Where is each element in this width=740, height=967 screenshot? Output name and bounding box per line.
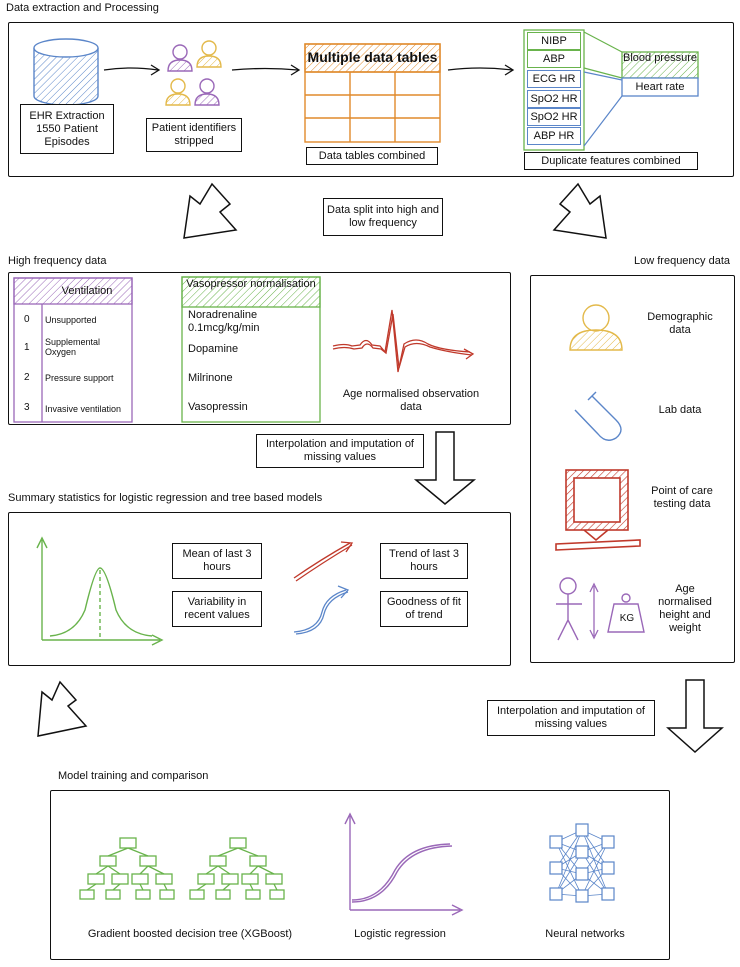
weight-icon bbox=[607, 593, 645, 633]
section-title-extraction: Data extraction and Processing bbox=[6, 2, 159, 14]
tables-title: Multiple data tables bbox=[307, 49, 438, 65]
arrow-to-summary bbox=[413, 431, 477, 505]
interpolation-label-1: Interpolation and imputation of missing … bbox=[256, 434, 424, 468]
section-title-low-frequency: Low frequency data bbox=[634, 255, 731, 267]
vasopressor-table-frame bbox=[181, 276, 321, 423]
feature-nibp: NIBP bbox=[527, 32, 581, 50]
section-title-high-frequency: High frequency data bbox=[8, 255, 107, 267]
decision-tree-icon-1 bbox=[79, 837, 175, 900]
split-arrow-left bbox=[183, 182, 238, 239]
arrow-ehr-to-patients bbox=[103, 64, 161, 76]
feature-abp: ABP bbox=[527, 50, 581, 68]
blood-pressure-swatch bbox=[621, 51, 699, 79]
patient-identifiers-label: Patient identifiers stripped bbox=[146, 118, 242, 152]
ventilation-label-3: Invasive ventilation bbox=[45, 404, 122, 414]
split-arrow-right bbox=[552, 182, 607, 239]
arrow-patients-to-tables bbox=[231, 64, 301, 76]
age-normalised-observation-label: Age normalised observation data bbox=[342, 388, 480, 413]
feature-spo2-hr-2: SpO2 HR bbox=[527, 108, 581, 126]
bell-curve-icon bbox=[36, 536, 164, 646]
ventilation-label-0: Unsupported bbox=[45, 315, 97, 325]
model-panel bbox=[50, 790, 670, 960]
stick-figure-icon bbox=[556, 577, 582, 641]
kg-label: KG bbox=[619, 613, 635, 624]
combined-blood-pressure: Blood pressure bbox=[623, 52, 697, 64]
decision-tree-icon-2 bbox=[189, 837, 285, 900]
ventilation-num-3: 3 bbox=[24, 402, 30, 413]
height-arrow-icon bbox=[589, 582, 599, 640]
patient-icons bbox=[165, 40, 222, 106]
lab-label: Lab data bbox=[658, 404, 702, 416]
vasopressor-vasopressin: Vasopressin bbox=[188, 401, 248, 413]
ventilation-num-0: 0 bbox=[24, 314, 30, 325]
feature-column-outline bbox=[523, 29, 585, 151]
demographic-icon bbox=[569, 304, 623, 351]
vasopressor-title: Vasopressor normalisation bbox=[186, 278, 316, 290]
heart-rate-swatch bbox=[621, 77, 699, 97]
variability-label: Variability in recent values bbox=[172, 591, 262, 627]
vasopressor-dopamine: Dopamine bbox=[188, 343, 239, 355]
neural-network-icon bbox=[549, 823, 615, 903]
ventilation-label-2: Pressure support bbox=[45, 373, 114, 383]
vasopressor-milrinone: Milrinone bbox=[188, 372, 233, 384]
demographic-label: Demographic data bbox=[647, 311, 713, 336]
goodness-label: Goodness of fit of trend bbox=[380, 591, 468, 627]
logistic-curve-icon bbox=[344, 812, 464, 916]
feature-spo2-hr-1: SpO2 HR bbox=[527, 90, 581, 108]
ventilation-num-2: 2 bbox=[24, 372, 30, 383]
split-label: Data split into high and low frequency bbox=[323, 198, 443, 236]
database-icon bbox=[33, 38, 99, 106]
high-frequency-panel bbox=[8, 272, 511, 425]
logreg-label: Logistic regression bbox=[354, 928, 446, 940]
age-height-weight-label: Age normalised height and weight bbox=[658, 583, 712, 634]
nn-label: Neural networks bbox=[545, 928, 625, 940]
ehr-extraction-label: EHR Extraction 1550 Patient Episodes bbox=[20, 104, 114, 154]
test-tube-icon bbox=[574, 391, 622, 441]
feature-abp-hr: ABP HR bbox=[527, 127, 581, 145]
feature-ecg-hr: ECG HR bbox=[527, 70, 581, 88]
gbt-label: Gradient boosted decision tree (XGBoost) bbox=[87, 928, 293, 940]
feature-funnel bbox=[583, 31, 623, 147]
arrow-summary-to-model bbox=[37, 680, 88, 737]
trend-arrow-red bbox=[293, 541, 354, 582]
duplicate-features-label: Duplicate features combined bbox=[524, 152, 698, 170]
vasopressor-noradrenaline: Noradrenaline 0.1mcg/kg/min bbox=[188, 309, 260, 334]
monitor-icon bbox=[555, 469, 641, 551]
tables-combined-label: Data tables combined bbox=[306, 147, 438, 165]
data-table-icon bbox=[304, 43, 441, 143]
ventilation-label-1: Supplemental Oxygen bbox=[45, 337, 101, 357]
arrow-low-to-model bbox=[666, 679, 724, 754]
arrow-tables-to-features bbox=[447, 64, 515, 76]
interpolation-label-2: Interpolation and imputation of missing … bbox=[487, 700, 655, 736]
poc-label: Point of care testing data bbox=[651, 485, 713, 510]
mean-label: Mean of last 3 hours bbox=[172, 543, 262, 579]
section-title-summary: Summary statistics for logistic regressi… bbox=[8, 492, 323, 504]
trend-arrow-blue bbox=[293, 585, 350, 635]
ecg-waveform-icon bbox=[332, 309, 475, 373]
low-frequency-panel bbox=[530, 275, 735, 663]
ventilation-num-1: 1 bbox=[24, 342, 30, 353]
section-title-model: Model training and comparison bbox=[58, 770, 209, 782]
combined-heart-rate: Heart rate bbox=[635, 81, 685, 93]
ventilation-title: Ventilation bbox=[61, 285, 113, 297]
ventilation-table-frame bbox=[13, 277, 133, 423]
extraction-panel bbox=[8, 22, 734, 177]
summary-panel bbox=[8, 512, 511, 666]
trend-label: Trend of last 3 hours bbox=[380, 543, 468, 579]
